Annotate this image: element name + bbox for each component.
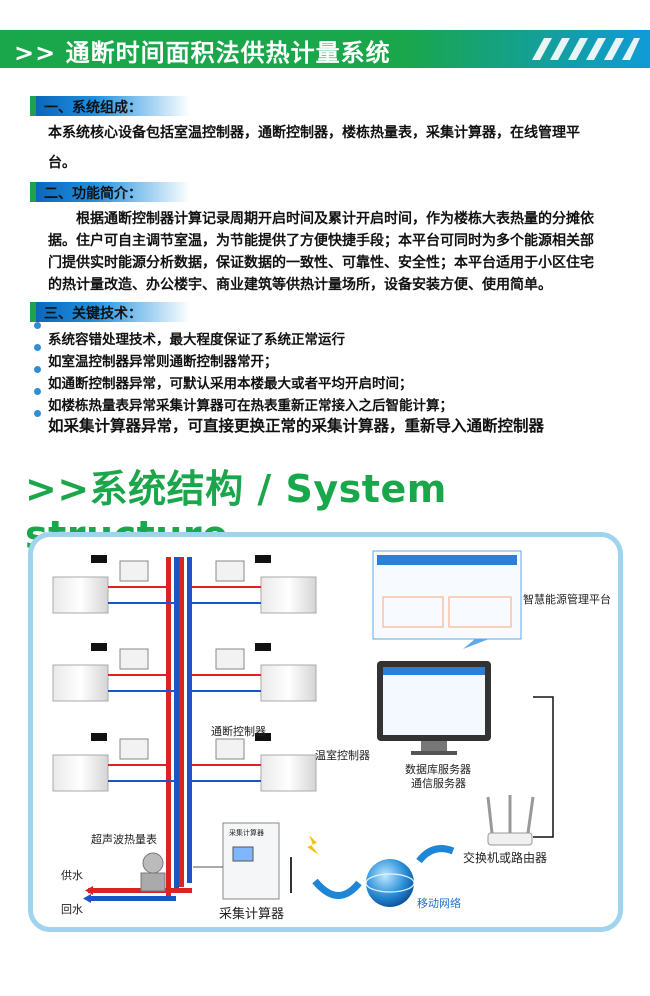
function-line-3: 门提供实时能源分析数据，保证数据的一致性、可靠性、安全性；本平台适用于小区住宅: [48, 255, 594, 271]
router-label: 交换机或路由器: [463, 851, 548, 865]
supply-label: 供水: [61, 869, 83, 882]
room-controller-label: 温室控制器: [315, 749, 370, 762]
floor-unit: [52, 733, 317, 792]
tech-item: 如室温控制器异常则通断控制器常开；: [48, 354, 278, 370]
composition-line-2: 台。: [48, 155, 76, 171]
server-label-2: 通信服务器: [411, 777, 466, 790]
valve-controller-label: 通断控制器: [211, 725, 266, 738]
bullet-icon: [34, 344, 41, 351]
header-banner: >> 通断时间面积法供热计量系统: [0, 30, 650, 68]
router-icon: [487, 832, 533, 846]
section-heading-tech: 三、关键技术：: [30, 302, 190, 322]
platform-label: 智慧能源管理平台: [523, 593, 611, 606]
function-line-1: 根据通断控制器计算记录周期开启时间及累计开启时间，作为楼栋大表热量的分摊依: [76, 211, 594, 227]
floor-unit: [52, 555, 317, 614]
decorative-stripes-icon: [532, 38, 640, 60]
function-line-2: 据。住户可自主调节室温，为节能提供了方便快捷手段；本平台可同时为多个能源相关部: [48, 233, 594, 249]
section-heading-composition: 一、系统组成：: [30, 96, 190, 116]
floor-unit: [52, 643, 317, 702]
composition-line-1: 本系统核心设备包括室温控制器，通断控制器，楼栋热量表，采集计算器，在线管理平: [48, 125, 580, 141]
heat-meter-label: 超声波热量表: [91, 833, 157, 846]
system-diagram: 智慧能源管理平台 通断控制器 温室控制器 数据库服务器 通信服务器 超声波热量表…: [28, 532, 623, 932]
bullet-icon: [34, 322, 41, 329]
signal-bolt-icon: [307, 835, 319, 855]
bullet-icon: [34, 388, 41, 395]
function-line-4: 的热计量改造、办公楼宇、商业建筑等供热计量场所，设备安装方便、使用简单。: [48, 277, 552, 293]
return-label: 回水: [61, 903, 83, 916]
banner-title: >> 通断时间面积法供热计量系统: [14, 39, 391, 67]
collector-device-label: 采集计算器: [229, 829, 264, 837]
platform-screenshot: [372, 550, 522, 640]
tech-item: 如通断控制器异常，可默认采用本楼最大或者平均开启时间；: [48, 376, 413, 392]
bullet-icon: [34, 366, 41, 373]
bullet-icon: [34, 410, 41, 417]
heat-meter-icon: [142, 852, 164, 874]
mobile-network-label: 移动网络: [417, 897, 461, 910]
diagram-drawing: [52, 550, 554, 907]
arrow-icon: [312, 878, 362, 899]
collector-label: 采集计算器: [219, 907, 285, 922]
tech-item: 如采集计算器异常，可直接更换正常的采集计算器，重新导入通断控制器: [48, 417, 545, 435]
arrow-icon: [416, 845, 455, 864]
globe-icon: [366, 859, 414, 907]
tech-item: 系统容错处理技术，最大程度保证了系统正常运行: [48, 332, 345, 348]
server-label-1: 数据库服务器: [405, 763, 471, 776]
tech-item: 如楼栋热量表异常采集计算器可在热表重新正常接入之后智能计算；: [48, 398, 453, 414]
section-heading-function: 二、功能简介：: [30, 182, 190, 202]
